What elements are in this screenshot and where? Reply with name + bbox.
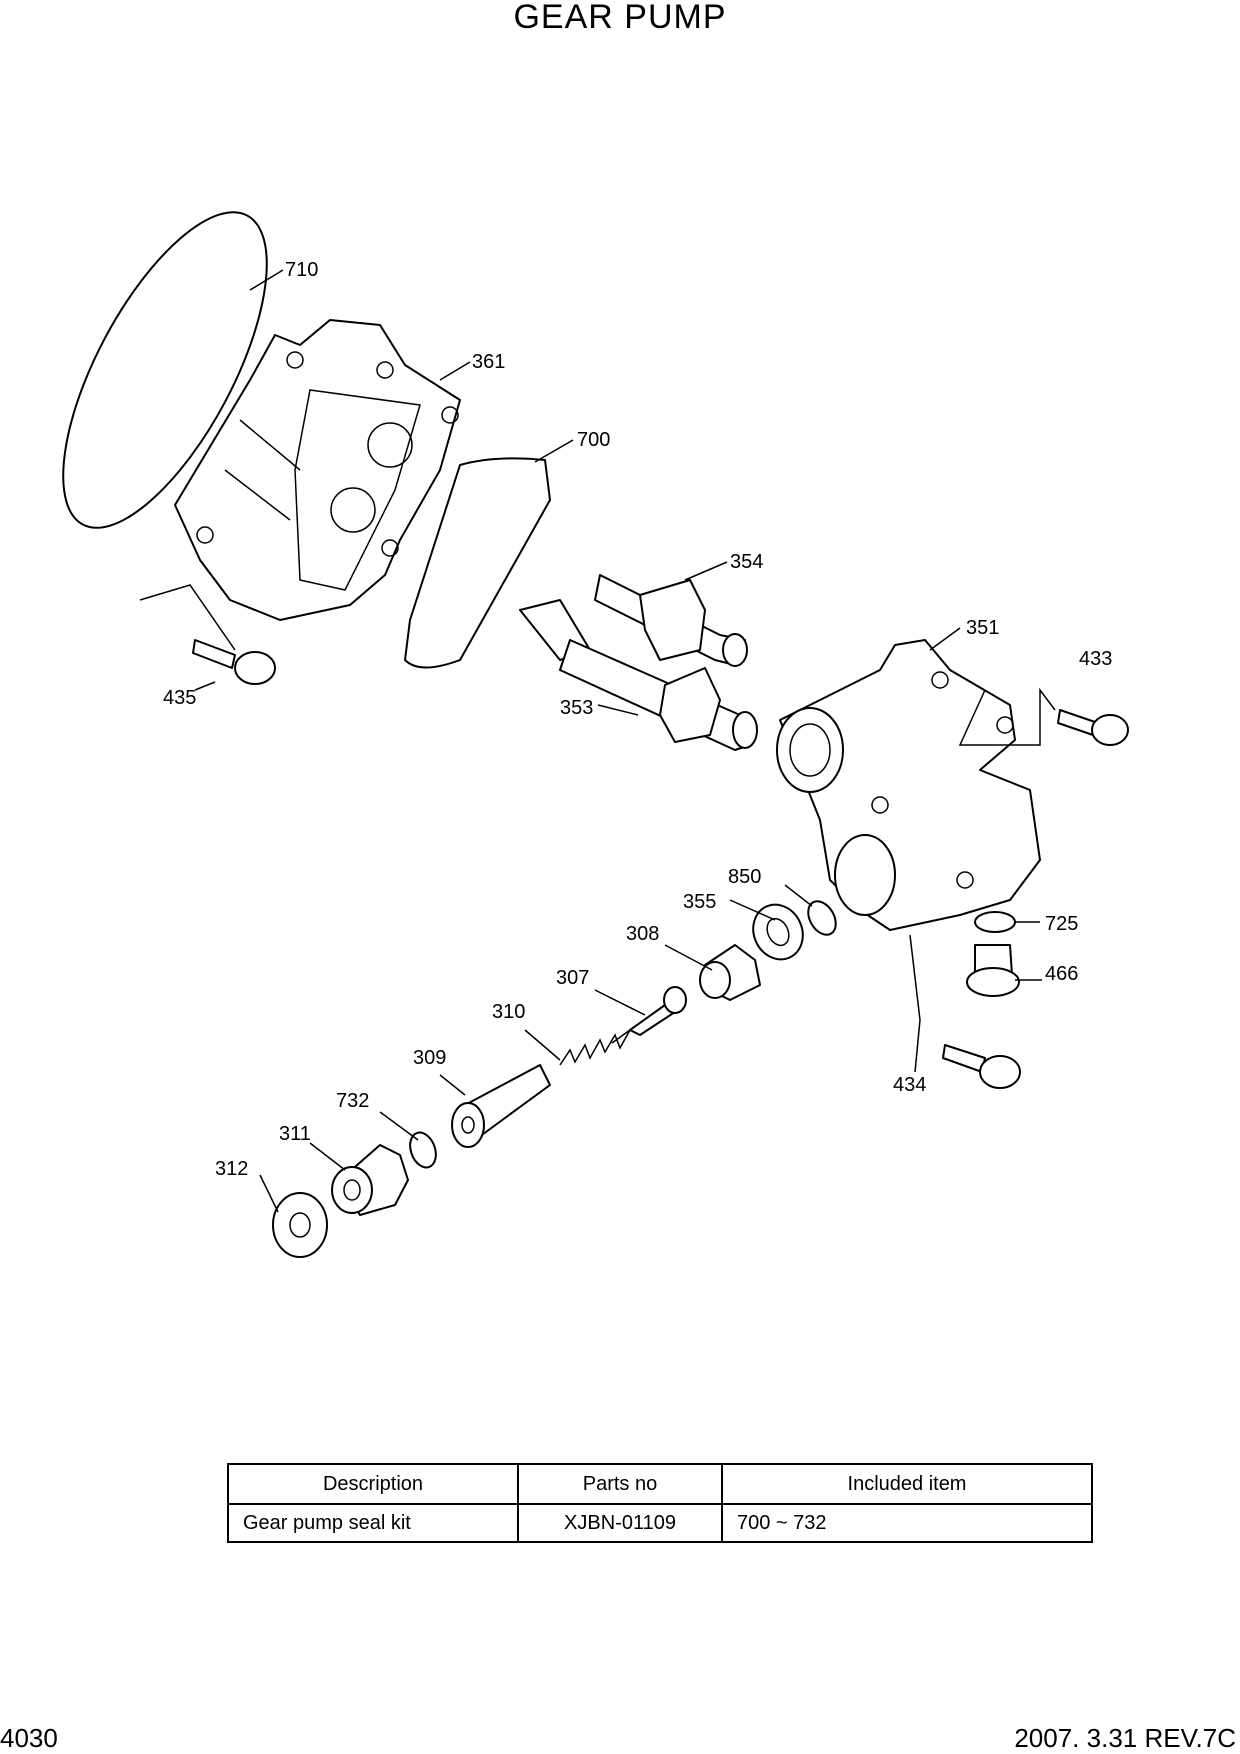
callout-433: 433: [1079, 648, 1112, 670]
page-title: GEAR PUMP: [513, 0, 727, 36]
cell-parts-no: XJBN-01109: [517, 1503, 723, 1543]
callout-355: 355: [683, 891, 716, 913]
part-361-cover: [174, 319, 461, 621]
callout-351: 351: [966, 617, 999, 639]
cell-included-item: 700 ~ 732: [721, 1503, 1093, 1543]
part-850-snap-ring: [807, 900, 837, 936]
callout-850: 850: [728, 866, 761, 888]
part-732-oring: [409, 1131, 437, 1169]
callout-308: 308: [626, 923, 659, 945]
header-parts-no: Parts no: [517, 1463, 723, 1505]
part-434-bolt: [942, 1044, 1021, 1089]
part-353-shaft: [519, 599, 758, 751]
part-308-sleeve: [699, 944, 761, 1001]
callout-725: 725: [1045, 913, 1078, 935]
part-351-body: [776, 639, 1041, 931]
part-311-plug: [331, 1144, 409, 1216]
part-355-bushing: [752, 903, 804, 961]
callout-311: 311: [279, 1123, 311, 1145]
seal-kit-table: Description Parts no Included item Gear …: [227, 1463, 1093, 1543]
part-354-gear: [594, 574, 748, 667]
callout-307: 307: [556, 967, 589, 989]
cell-description: Gear pump seal kit: [227, 1503, 519, 1543]
callout-312: 312: [215, 1158, 248, 1180]
part-433-bolt: [1057, 709, 1129, 746]
part-435-bolt: [192, 639, 276, 685]
part-725-oring: [974, 911, 1016, 933]
leader-lines: [139, 269, 1056, 1213]
page-number: 4030: [0, 1723, 58, 1753]
revision-date: 2007. 3.31 REV.7C: [1014, 1723, 1236, 1753]
header-description: Description: [227, 1463, 519, 1505]
callout-309: 309: [413, 1047, 446, 1069]
callout-435: 435: [163, 687, 196, 709]
callout-700: 700: [577, 429, 610, 451]
part-307-poppet: [629, 986, 687, 1036]
part-312-nut: [272, 1192, 328, 1258]
callout-353: 353: [560, 697, 593, 719]
callout-466: 466: [1045, 963, 1078, 985]
callout-434: 434: [893, 1074, 926, 1096]
callout-710: 710: [285, 259, 318, 281]
part-466-plug: [966, 944, 1020, 997]
part-309-plunger: [451, 1064, 551, 1148]
part-310-spring: [559, 1029, 631, 1066]
callout-361: 361: [472, 351, 505, 373]
callout-310: 310: [492, 1001, 525, 1023]
table-header-row: Description Parts no Included item: [227, 1463, 1093, 1505]
header-included-item: Included item: [721, 1463, 1093, 1505]
callout-354: 354: [730, 551, 763, 573]
table-row: Gear pump seal kit XJBN-01109 700 ~ 732: [227, 1503, 1093, 1543]
callout-732: 732: [336, 1090, 369, 1112]
part-700-gasket: [404, 457, 551, 669]
part-710-oring: [62, 211, 268, 529]
